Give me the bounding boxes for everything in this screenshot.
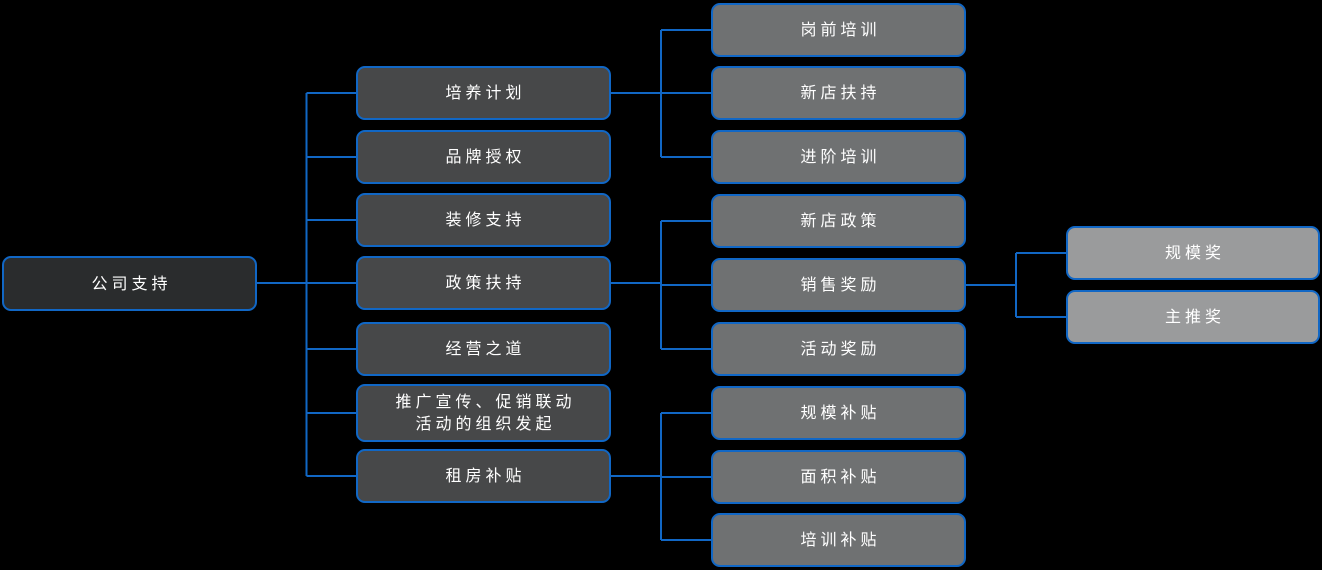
node-label: 规模补贴 (800, 403, 881, 423)
node-area-subsidy[interactable]: 面积补贴 (711, 450, 966, 504)
node-label: 装修支持 (445, 210, 526, 230)
node-training-plan[interactable]: 培养计划 (356, 66, 611, 120)
node-brand-authorization[interactable]: 品牌授权 (356, 130, 611, 184)
node-business-guidance[interactable]: 经营之道 (356, 322, 611, 376)
node-label: 培养计划 (445, 83, 526, 103)
node-label: 品牌授权 (445, 147, 526, 167)
node-training-subsidy[interactable]: 培训补贴 (711, 513, 966, 567)
node-scale-subsidy[interactable]: 规模补贴 (711, 386, 966, 440)
node-label: 规模奖 (1164, 243, 1225, 263)
node-label: 经营之道 (445, 339, 526, 359)
node-label: 新店政策 (800, 211, 881, 231)
node-label: 租房补贴 (445, 466, 526, 486)
node-label: 进阶培训 (800, 147, 881, 167)
node-label: 岗前培训 (800, 20, 881, 40)
node-promotion-campaign-organization[interactable]: 推广宣传、促销联动活动的组织发起 (356, 384, 611, 442)
node-scale-award[interactable]: 规模奖 (1066, 226, 1320, 280)
node-rent-subsidy[interactable]: 租房补贴 (356, 449, 611, 503)
node-label: 销售奖励 (800, 275, 881, 295)
node-label: 面积补贴 (800, 467, 881, 487)
node-sales-incentive[interactable]: 销售奖励 (711, 258, 966, 312)
node-policy-support[interactable]: 政策扶持 (356, 256, 611, 310)
node-label: 新店扶持 (800, 83, 881, 103)
node-label: 公司支持 (91, 273, 172, 293)
node-decoration-support[interactable]: 装修支持 (356, 193, 611, 247)
node-label: 政策扶持 (445, 273, 526, 293)
node-new-store-policy[interactable]: 新店政策 (711, 194, 966, 248)
node-advanced-training[interactable]: 进阶培训 (711, 130, 966, 184)
node-label: 培训补贴 (800, 530, 881, 550)
node-main-push-award[interactable]: 主推奖 (1066, 290, 1320, 344)
node-company-support[interactable]: 公司支持 (2, 256, 257, 311)
node-label: 推广宣传、促销联动 (395, 392, 576, 412)
node-activity-incentive[interactable]: 活动奖励 (711, 322, 966, 376)
node-label: 主推奖 (1164, 307, 1225, 327)
node-label: 活动的组织发起 (415, 414, 556, 433)
node-label: 活动奖励 (800, 339, 881, 359)
node-new-store-support[interactable]: 新店扶持 (711, 66, 966, 120)
node-pre-job-training[interactable]: 岗前培训 (711, 3, 966, 57)
